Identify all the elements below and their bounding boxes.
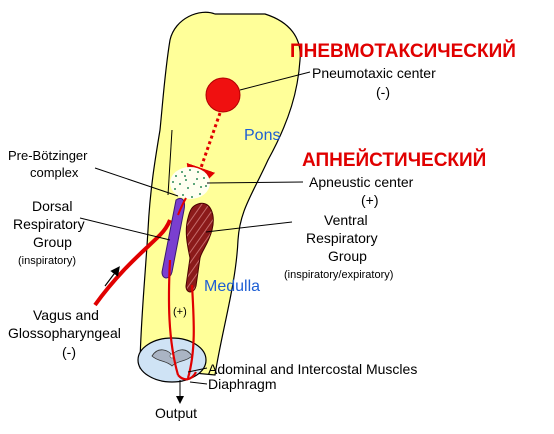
pneumotaxic-center-circle [205,77,241,113]
ventral-label-line3: Group [328,248,367,264]
dorsal-label-line3: Group [33,234,72,250]
medulla-label: Medulla [204,278,260,295]
ventral-output-path [186,284,195,379]
apneustic-center-cloud [170,167,210,199]
muscles-label: Adominal and Intercostal Muscles [208,361,417,377]
pons-label: Pons [244,127,280,144]
vagus-label-line1: Vagus and [33,307,99,323]
dorsal-label-line1: Dorsal [32,198,72,214]
vagus-nerve-path [93,219,172,307]
ventral-label-line4: (inspiratory/expiratory) [284,269,393,281]
output-loop-path [177,371,197,381]
pointer-dorsal [79,217,171,241]
pointer-muscles [187,367,208,373]
vagus-label-line2: Glossopharyngeal [8,325,121,341]
brainstem-outline [139,11,301,376]
pneumotaxic-center-label: Pneumotaxic center [312,65,436,81]
ventral-label-line1: Ventral [324,212,368,228]
apneustic-sign: (+) [361,192,379,208]
vagus-sign: (-) [62,344,76,360]
dorsal-respiratory-group [161,197,185,279]
diaphragm-label: Diaphragm [208,376,276,392]
pre-botzinger-label-line2: complex [30,165,79,180]
pointer-pons-inner [167,129,173,196]
apneustic-center-label: Apneustic center [309,174,414,190]
pre-botzinger-label-line1: Pre-Bötzinger [8,148,88,163]
pneumotaxic-sign: (-) [376,84,390,100]
pointer-apneustic [206,181,304,184]
ventral-respiratory-group [185,202,214,293]
afferent-arrow [104,266,120,287]
plus-sign-medulla: (+) [173,306,187,318]
dorsal-label-line4: (inspiratory) [18,255,76,267]
ventral-label-line2: Respiratory [306,230,378,246]
pointer-diaphragm [189,381,208,385]
dorsal-output-path [167,259,180,376]
output-label: Output [155,405,197,421]
pointer-pre-botzinger [94,167,179,197]
pointer-ventral [205,221,293,233]
pneumotaxic-title-ru: ПНЕВМОТАКСИЧЕСКИЙ [290,40,516,62]
dorsal-label-line2: Respiratory [13,216,85,232]
pointer-pneumotaxic [239,71,311,91]
apneustic-title-ru: АПНЕЙСТИЧЕСКИЙ [302,149,486,171]
apneustic-to-dorsal-path [177,197,187,216]
